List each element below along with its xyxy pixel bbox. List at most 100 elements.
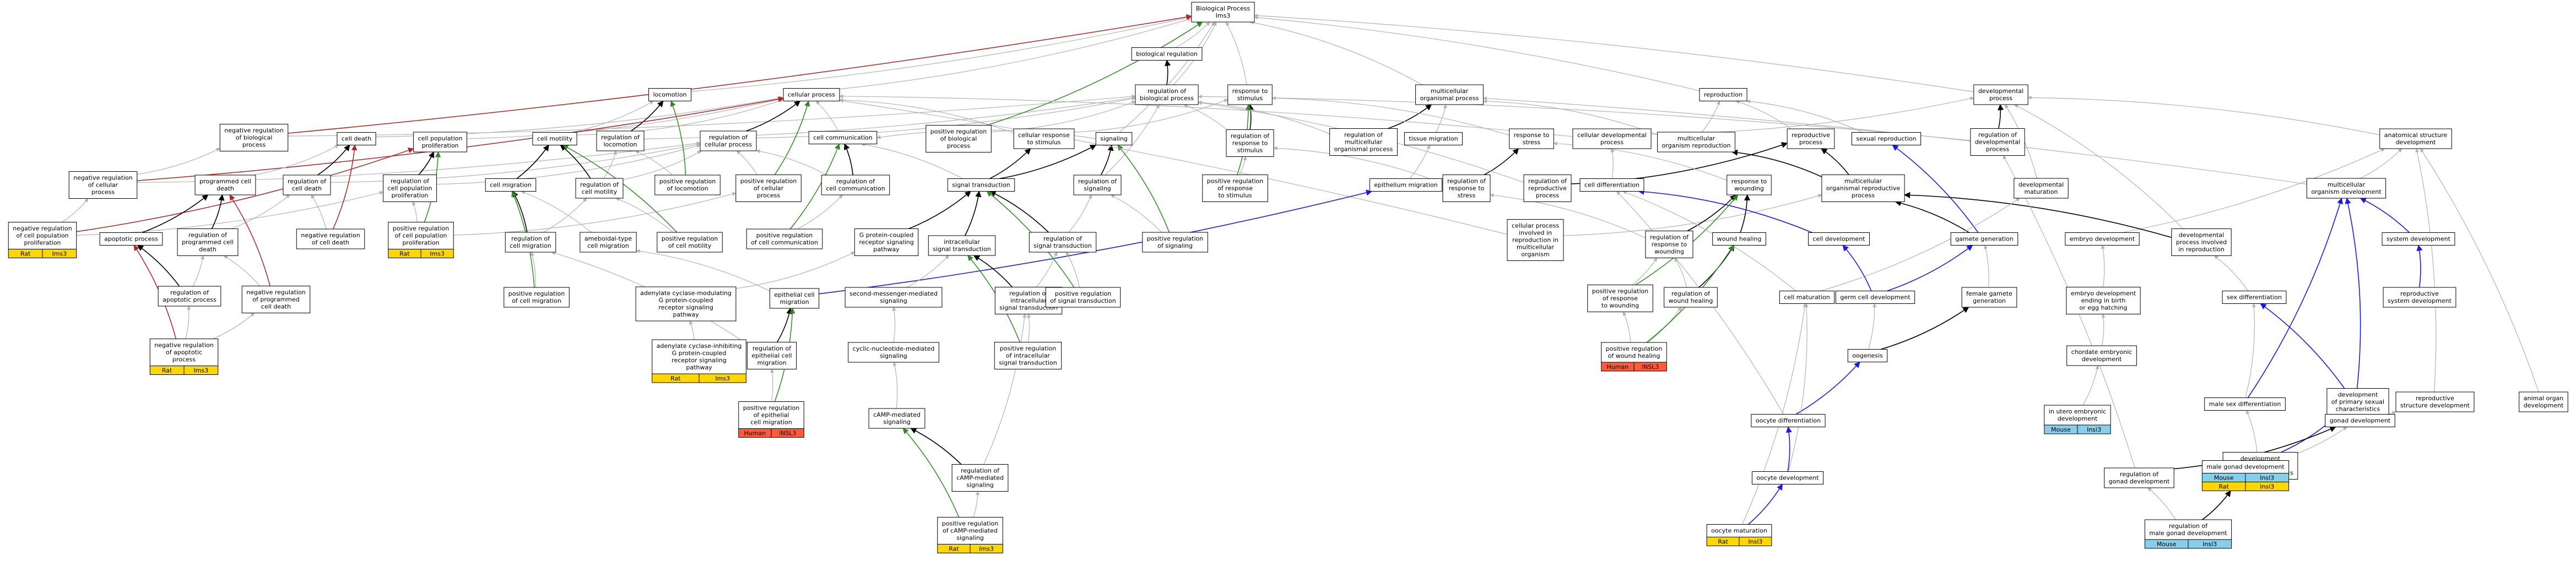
go-term-node-cmig[interactable]: cell migration bbox=[485, 178, 537, 192]
go-term-node-sig[interactable]: signaling bbox=[1095, 132, 1133, 145]
go-term-node-msd[interactable]: male sex differentiation bbox=[2204, 397, 2286, 411]
go-term-node-celldev[interactable]: cell development bbox=[1808, 232, 1870, 246]
go-term-node-gcd[interactable]: germ cell development bbox=[1835, 291, 1915, 304]
go-term-node-gamgen[interactable]: gamete generation bbox=[1950, 232, 2018, 246]
go-term-node-sysdev[interactable]: system development bbox=[2382, 232, 2455, 246]
go-term-node-tmig[interactable]: tissue migration bbox=[1404, 132, 1463, 145]
go-term-node-ocd[interactable]: oocyte differentiation bbox=[1751, 414, 1826, 427]
go-term-node-loco[interactable]: locomotion bbox=[648, 88, 692, 101]
go-term-node-apop[interactable]: apoptotic process bbox=[99, 232, 163, 246]
go-term-node-cmot[interactable]: cell motility bbox=[532, 132, 577, 145]
go-term-node-oodev[interactable]: oocyte development bbox=[1751, 471, 1824, 484]
go-term-node-sexrep[interactable]: sexual reproduction bbox=[1851, 132, 1922, 145]
go-term-node-breg[interactable]: biological regulation bbox=[1131, 47, 1203, 61]
go-term-node-cmat[interactable]: cell maturation bbox=[1779, 291, 1835, 304]
go-term-node-celldeath[interactable]: cell death bbox=[337, 132, 376, 145]
go-term-node-cellp[interactable]: cellular process bbox=[783, 88, 840, 101]
go-term-node-oogen[interactable]: oogenesis bbox=[1847, 349, 1888, 362]
go-term-node-cdiff[interactable]: cell differentiation bbox=[1579, 178, 1644, 192]
go-term-node-sexdiff[interactable]: sex differentiation bbox=[2222, 291, 2287, 304]
go-term-node-repro[interactable]: reproduction bbox=[1699, 88, 1747, 101]
go-term-node-st[interactable]: signal transduction bbox=[947, 178, 1015, 192]
go-term-node-wh[interactable]: wound healing bbox=[1712, 232, 1766, 246]
go-term-node-ccomm[interactable]: cell communication bbox=[808, 131, 878, 144]
go-term-node-gonad[interactable]: gonad development bbox=[2325, 414, 2395, 427]
